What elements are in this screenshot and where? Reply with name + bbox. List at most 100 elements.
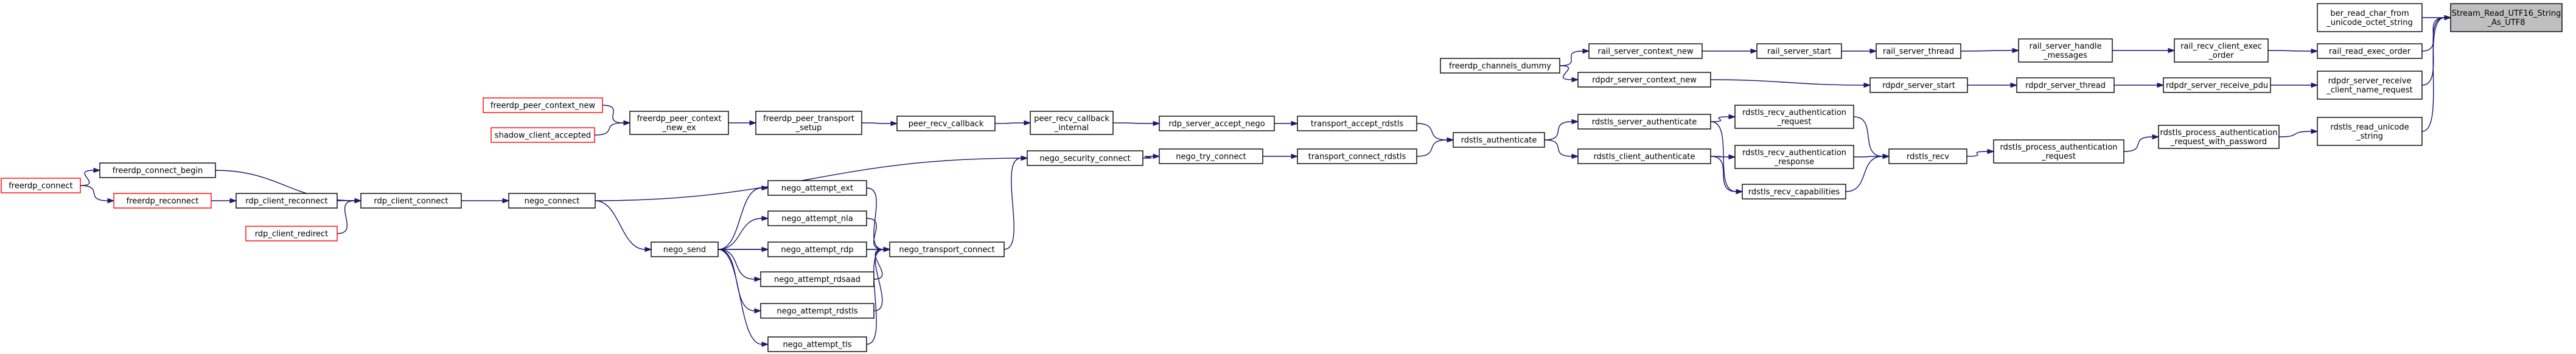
node-box[interactable] (483, 97, 603, 113)
node-dummy[interactable]: freerdp_channels_dummy (1440, 58, 1560, 74)
node-rail-handle[interactable]: rail_server_handle_messages (2018, 38, 2113, 63)
node-box[interactable] (2174, 38, 2269, 63)
node-box[interactable] (99, 162, 216, 178)
node-ber[interactable]: ber_read_char_from_unicode_octet_string (2317, 3, 2423, 32)
node-box[interactable] (245, 226, 338, 241)
node-box[interactable] (2317, 3, 2423, 32)
node-box[interactable] (1159, 148, 1263, 164)
node-box[interactable] (755, 111, 862, 135)
node-rail-recv-client[interactable]: rail_recv_client_exec_order (2174, 38, 2269, 63)
node-box[interactable] (113, 193, 212, 209)
node-rdp-client-connect[interactable]: rdp_client_connect (360, 193, 462, 209)
node-rdstls-read-unicode[interactable]: rdstls_read_unicode_string (2317, 117, 2423, 146)
node-rdp-redirect[interactable]: rdp_client_redirect (245, 226, 338, 241)
node-rdstls-auth[interactable]: rdstls_authenticate (1453, 132, 1545, 148)
node-peer-ctx-new[interactable]: freerdp_peer_context_new (483, 97, 603, 113)
node-rail-read-exec[interactable]: rail_read_exec_order (2317, 43, 2423, 59)
node-rdstls-server-auth[interactable]: rdstls_server_authenticate (1577, 114, 1711, 130)
node-rail-ctx[interactable]: rail_server_context_new (1588, 43, 1703, 59)
node-box[interactable] (1577, 72, 1711, 88)
node-rdp-accept[interactable]: rdp_server_accept_nego (1159, 116, 1275, 131)
node-box[interactable] (2158, 125, 2280, 149)
node-box[interactable] (1734, 145, 1854, 169)
node-shadow[interactable]: shadow_client_accepted (490, 127, 595, 143)
node-box[interactable] (767, 241, 867, 257)
node-box[interactable] (1577, 148, 1711, 164)
node-box[interactable] (1993, 139, 2124, 164)
node-box[interactable] (1027, 150, 1143, 166)
node-rdpdr-thread[interactable]: rdpdr_server_thread (2016, 77, 2115, 93)
node-connect-begin[interactable]: freerdp_connect_begin (99, 162, 216, 178)
node-rdstls-recv[interactable]: rdstls_recv (1888, 148, 1967, 164)
node-transport-accept[interactable]: transport_accept_rdstls (1297, 116, 1417, 131)
node-box[interactable] (360, 193, 462, 209)
node-att-tls[interactable]: nego_attempt_tls (767, 336, 867, 352)
node-peer-ctx[interactable]: freerdp_peer_context_new_ex (629, 111, 729, 135)
node-box[interactable] (1888, 148, 1967, 164)
node-freerdp-connect[interactable]: freerdp_connect (1, 178, 81, 193)
node-box[interactable] (760, 271, 874, 287)
node-rdp-reconnect[interactable]: rdp_client_reconnect (236, 193, 338, 209)
node-nego-try[interactable]: nego_try_connect (1159, 148, 1263, 164)
node-rdpdr-recv-pdu[interactable]: rdpdr_server_receive_pdu (2163, 77, 2271, 93)
node-box[interactable] (760, 303, 874, 319)
node-box[interactable] (1297, 116, 1417, 131)
node-box[interactable] (1588, 43, 1703, 59)
node-box[interactable] (2317, 43, 2423, 59)
node-rail-start[interactable]: rail_server_start (1756, 43, 1842, 59)
node-box[interactable] (1734, 105, 1854, 129)
node-att-rdp[interactable]: nego_attempt_rdp (767, 241, 867, 257)
node-box[interactable] (1876, 43, 1961, 59)
node-box[interactable] (2450, 3, 2563, 32)
node-box[interactable] (1030, 111, 1114, 135)
node-box[interactable] (896, 116, 996, 131)
node-att-nla[interactable]: nego_attempt_nla (767, 210, 867, 226)
node-nego-sec[interactable]: nego_security_connect (1027, 150, 1143, 166)
node-freerdp-reconnect[interactable]: freerdp_reconnect (113, 193, 212, 209)
node-rdstls-pa-req[interactable]: rdstls_process_authentication_request (1993, 139, 2124, 164)
node-peer-internal[interactable]: peer_recv_callback_internal (1030, 111, 1114, 135)
node-box[interactable] (1, 178, 81, 193)
node-root[interactable]: Stream_Read_UTF16_String_As_UTF8 (2450, 3, 2563, 32)
node-rdstls-recv-auth-req[interactable]: rdstls_recv_authentication_request (1734, 105, 1854, 129)
node-rdstls-recv-auth-resp[interactable]: rdstls_recv_authentication_response (1734, 145, 1854, 169)
node-box[interactable] (889, 241, 1005, 257)
node-box[interactable] (2317, 117, 2423, 146)
node-box[interactable] (236, 193, 338, 209)
node-att-rdstls[interactable]: nego_attempt_rdstls (760, 303, 874, 319)
node-box[interactable] (2163, 77, 2271, 93)
node-box[interactable] (1756, 43, 1842, 59)
node-box[interactable] (767, 180, 867, 196)
node-box[interactable] (508, 193, 596, 209)
node-rdstls-pa-pwd[interactable]: rdstls_process_authentication_request_wi… (2158, 125, 2280, 149)
node-box[interactable] (2317, 71, 2423, 100)
node-box[interactable] (1869, 77, 1968, 93)
node-rdpdr-start[interactable]: rdpdr_server_start (1869, 77, 1968, 93)
node-nego-send[interactable]: nego_send (651, 241, 719, 257)
node-peer-recv[interactable]: peer_recv_callback (896, 116, 996, 131)
node-rail-thread[interactable]: rail_server_thread (1876, 43, 1961, 59)
node-box[interactable] (1159, 116, 1275, 131)
node-rdpdr-recv-name[interactable]: rdpdr_server_receive_client_name_request (2317, 71, 2423, 100)
node-box[interactable] (1440, 58, 1560, 74)
node-nego-transport[interactable]: nego_transport_connect (889, 241, 1005, 257)
node-nego-connect[interactable]: nego_connect (508, 193, 596, 209)
node-box[interactable] (767, 210, 867, 226)
node-box[interactable] (1742, 184, 1846, 200)
node-rdstls-recv-caps[interactable]: rdstls_recv_capabilities (1742, 184, 1846, 200)
node-transport-setup[interactable]: freerdp_peer_transport_setup (755, 111, 862, 135)
node-att-ext[interactable]: nego_attempt_ext (767, 180, 867, 196)
node-transport-connect[interactable]: transport_connect_rdstls (1297, 148, 1417, 164)
node-box[interactable] (2018, 38, 2113, 63)
node-box[interactable] (629, 111, 729, 135)
node-box[interactable] (767, 336, 867, 352)
node-box[interactable] (1577, 114, 1711, 130)
node-rdstls-client-auth[interactable]: rdstls_client_authenticate (1577, 148, 1711, 164)
node-rdpdr-ctx[interactable]: rdpdr_server_context_new (1577, 72, 1711, 88)
node-box[interactable] (2016, 77, 2115, 93)
node-box[interactable] (651, 241, 719, 257)
node-box[interactable] (1453, 132, 1545, 148)
node-box[interactable] (1297, 148, 1417, 164)
node-att-rdsaad[interactable]: nego_attempt_rdsaad (760, 271, 874, 287)
node-box[interactable] (490, 127, 595, 143)
